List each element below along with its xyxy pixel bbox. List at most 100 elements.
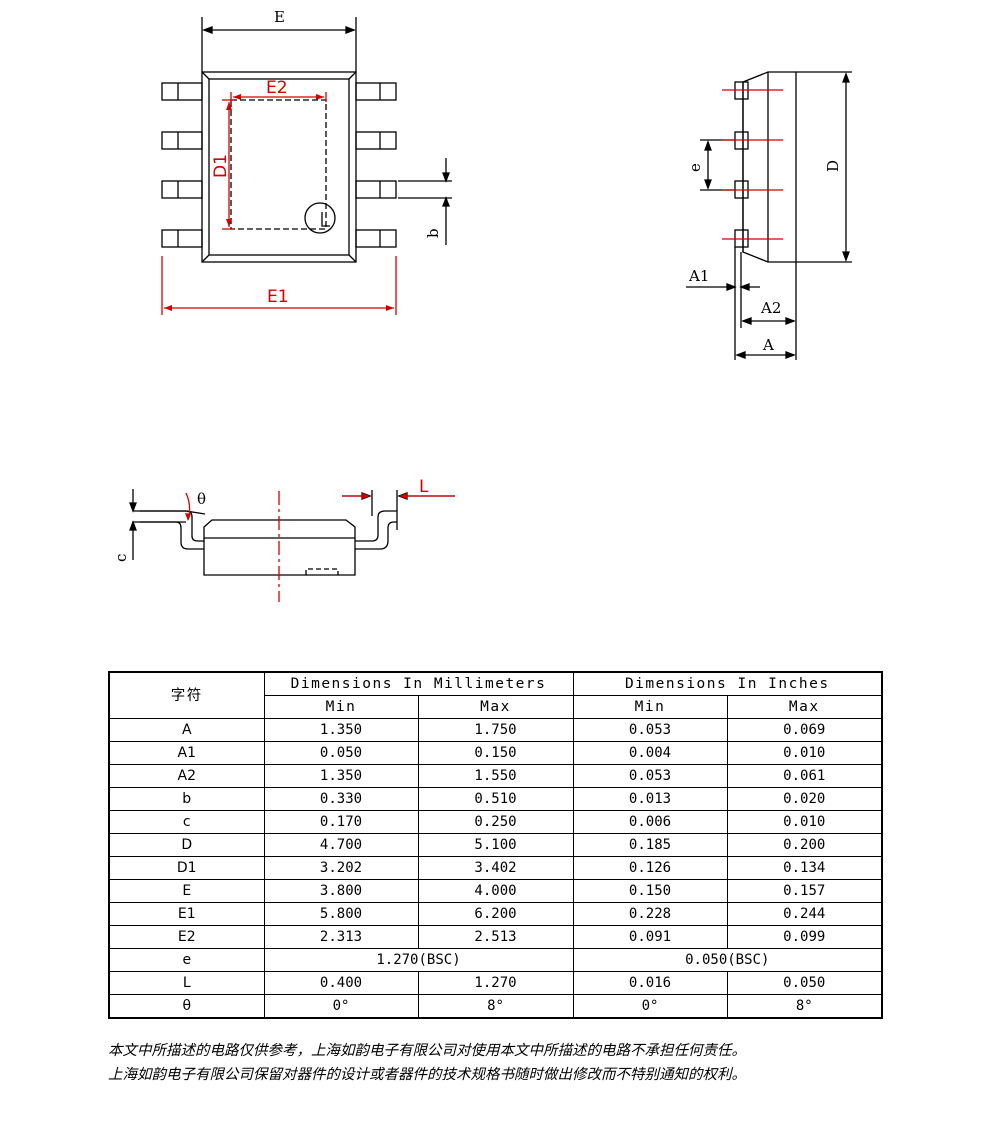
cell-in-min: 0.006 [572, 810, 728, 834]
top-view [161, 17, 452, 263]
row-symbol: e [108, 948, 265, 972]
cell-mm-min: 4.700 [263, 833, 419, 857]
cell-mm-max: 0.510 [417, 787, 574, 811]
cell-in-min: 0.053 [572, 764, 728, 788]
cell-mm-min: 5.800 [263, 902, 419, 926]
dimension-table: 字符 Dimensions In Millimeters Dimensions … [108, 671, 884, 1019]
inch-header: Dimensions In Inches [572, 671, 883, 696]
cell-sym: L [108, 971, 265, 995]
cell-mm-max: 0.150 [417, 741, 574, 765]
cell-in-max: 8° [726, 994, 883, 1019]
dim-label-E: E [274, 8, 285, 26]
cell-in-min: 0.053 [572, 718, 728, 742]
dim-label-theta: θ [197, 490, 206, 508]
in-max-header: Max [726, 695, 883, 719]
dim-label-e: e [686, 163, 704, 172]
dim-label-D1: D1 [211, 154, 231, 178]
cell-sym: θ [108, 994, 265, 1019]
cell-in-max: 0.061 [726, 764, 883, 788]
row-mm-bsc: 1.270(BSC) [263, 948, 574, 972]
cell-in-max: 0.050 [726, 971, 883, 995]
cell-in-min: 0.091 [572, 925, 728, 949]
cell-mm-max: 4.000 [417, 879, 574, 903]
cell-in-max: 0.010 [726, 810, 883, 834]
cell-in-min: 0.228 [572, 902, 728, 926]
cell-sym: c [108, 810, 265, 834]
cell-sym: A1 [108, 741, 265, 765]
end-view [129, 489, 455, 576]
disclaimer-line-1: 本文中所描述的电路仅供参考，上海如韵电子有限公司对使用本文中所描述的电路不承担任… [108, 1043, 746, 1059]
side-view [686, 71, 852, 360]
cell-in-min: 0.126 [572, 856, 728, 880]
row-in-bsc: 0.050(BSC) [572, 948, 883, 972]
cell-sym: A [108, 718, 265, 742]
symbol-header: 字符 [108, 671, 265, 719]
disclaimer-line-2: 上海如韵电子有限公司保留对器件的设计或者器件的技术规格书随时做出修改而不特别通知… [108, 1067, 746, 1083]
cell-mm-max: 3.402 [417, 856, 574, 880]
dim-label-A: A [762, 336, 774, 354]
cell-mm-min: 0.170 [263, 810, 419, 834]
cell-sym: E [108, 879, 265, 903]
dim-label-A2: A2 [760, 299, 781, 317]
dim-label-c: c [112, 554, 130, 562]
cell-sym: D1 [108, 856, 265, 880]
cell-mm-max: 5.100 [417, 833, 574, 857]
cell-in-max: 0.069 [726, 718, 883, 742]
package-outline-drawings: E E2 D1 b E1 [112, 8, 852, 602]
cell-sym: E2 [108, 925, 265, 949]
mm-min-header: Min [263, 695, 419, 719]
cell-mm-max: 1.550 [417, 764, 574, 788]
dim-label-D: D [824, 160, 842, 172]
side-view-centerlines [722, 89, 783, 240]
cell-in-max: 0.010 [726, 741, 883, 765]
cell-mm-max: 6.200 [417, 902, 574, 926]
cell-sym: b [108, 787, 265, 811]
dim-label-E2: E2 [266, 78, 288, 98]
cell-mm-min: 0° [263, 994, 419, 1019]
cell-mm-min: 3.800 [263, 879, 419, 903]
mm-max-header: Max [417, 695, 574, 719]
cell-mm-min: 0.400 [263, 971, 419, 995]
dim-label-A1: A1 [688, 267, 709, 285]
dim-label-L: L [419, 477, 429, 497]
table-header-row: 字符 Dimensions In Millimeters Dimensions … [108, 671, 883, 719]
cell-mm-min: 3.202 [263, 856, 419, 880]
in-min-header: Min [572, 695, 728, 719]
table-row-e: e 1.270(BSC) 0.050(BSC) [108, 948, 883, 972]
cell-mm-min: 2.313 [263, 925, 419, 949]
cell-in-max: 0.020 [726, 787, 883, 811]
cell-sym: D [108, 833, 265, 857]
cell-mm-max: 1.750 [417, 718, 574, 742]
cell-mm-min: 0.050 [263, 741, 419, 765]
dim-label-E1: E1 [267, 287, 289, 307]
cell-in-min: 0.185 [572, 833, 728, 857]
cell-in-max: 0.200 [726, 833, 883, 857]
cell-mm-max: 8° [417, 994, 574, 1019]
cell-in-min: 0.016 [572, 971, 728, 995]
dim-label-b: b [424, 228, 442, 238]
cell-in-min: 0.004 [572, 741, 728, 765]
cell-in-max: 0.244 [726, 902, 883, 926]
cell-mm-max: 0.250 [417, 810, 574, 834]
cell-in-min: 0° [572, 994, 728, 1019]
cell-mm-min: 1.350 [263, 764, 419, 788]
cell-in-max: 0.157 [726, 879, 883, 903]
mm-header: Dimensions In Millimeters [263, 671, 574, 696]
cell-in-min: 0.013 [572, 787, 728, 811]
cell-in-max: 0.134 [726, 856, 883, 880]
exposed-pad [161, 92, 397, 315]
cell-mm-min: 1.350 [263, 718, 419, 742]
